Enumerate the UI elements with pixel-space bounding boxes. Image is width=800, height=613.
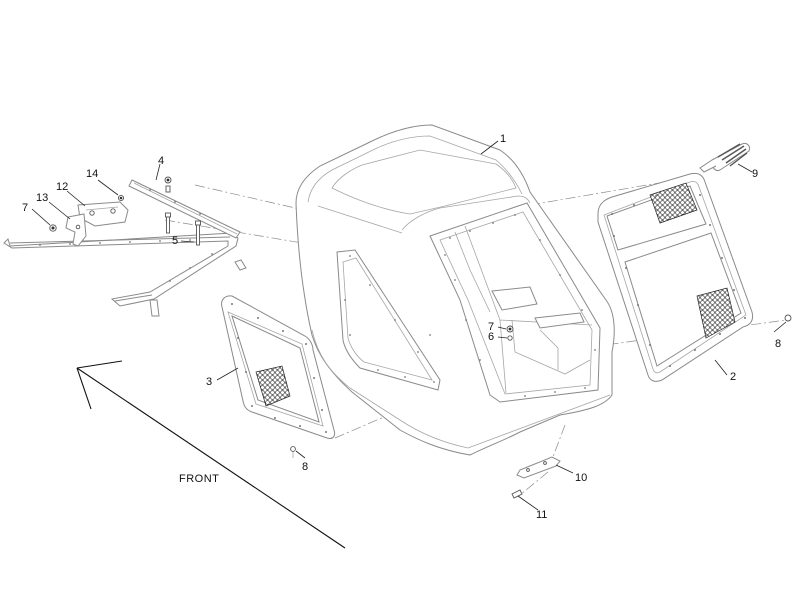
pin-part-8-left (290, 446, 296, 458)
washer-part-7-center (506, 325, 514, 333)
tube-frame-part-4 (3, 179, 247, 317)
callout-8-left: 8 (302, 461, 308, 473)
callout-14: 14 (86, 168, 98, 180)
callout-13: 13 (36, 192, 48, 204)
nut-part-14 (117, 194, 125, 202)
callout-3: 3 (206, 376, 212, 388)
bolt-part-6 (507, 335, 513, 341)
handle-part-9 (699, 143, 750, 173)
cab-shell-part-1 (295, 124, 615, 456)
leader-lines (31, 140, 787, 511)
front-label: FRONT (179, 473, 219, 485)
rear-panel-part-2 (597, 172, 754, 382)
bracket-part-13 (65, 213, 87, 247)
callout-2: 2 (730, 371, 736, 383)
bracket-part-12 (77, 201, 129, 227)
callout-labels: 1 2 3 4 5 6 7 7 8 8 9 10 11 12 13 14 (22, 133, 781, 521)
front-direction-arrow (76, 360, 346, 549)
callout-9: 9 (752, 168, 758, 180)
callout-8-right: 8 (775, 338, 781, 350)
callout-7-center: 7 (488, 321, 494, 333)
callout-6: 6 (488, 331, 494, 343)
side-panel-part-3 (221, 295, 336, 439)
bolts-part-5 (164, 176, 201, 246)
callout-1: 1 (500, 133, 506, 145)
callout-4: 4 (158, 155, 164, 167)
callout-11: 11 (536, 509, 547, 521)
pin-part-8-right (784, 314, 792, 322)
latch-part-10 (516, 456, 561, 479)
screw-part-11 (511, 489, 523, 499)
callout-10: 10 (575, 472, 587, 484)
callout-5: 5 (172, 235, 178, 247)
callout-7-left: 7 (22, 202, 28, 214)
callout-12: 12 (56, 181, 68, 193)
nut-part-7-left (49, 224, 57, 232)
